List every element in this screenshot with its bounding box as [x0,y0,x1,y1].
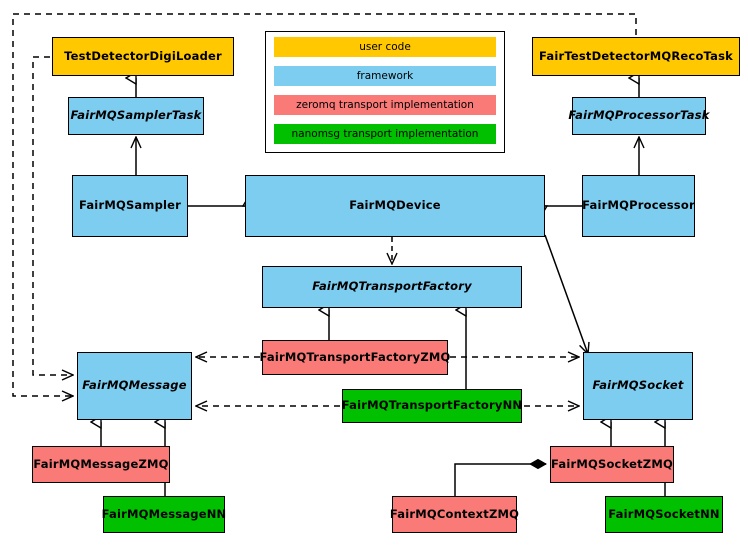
class-node-fairmqsocket[interactable]: FairMQSocket [583,352,693,420]
class-node-fairmqprocessortask[interactable]: FairMQProcessorTask [568,97,709,135]
legend-item-nanomsg: nanomsg transport implementation [274,124,496,144]
legend-item-user-code: user code [274,37,496,57]
class-node-fairmqprocessor[interactable]: FairMQProcessor [582,175,695,237]
class-node-fairmqtransportfactory[interactable]: FairMQTransportFactory [262,266,522,308]
class-node-fairmqsamplertask[interactable]: FairMQSamplerTask [68,97,204,135]
class-node-fairmqmessagezmq[interactable]: FairMQMessageZMQ [32,446,170,483]
edge-device-socket [544,234,588,354]
edge-digiloader-message [32,56,73,375]
class-node-fairmqsampler[interactable]: FairMQSampler [72,175,188,237]
class-node-fairmqtransportfactorynn[interactable]: FairMQTransportFactoryNN [342,389,522,423]
class-node-fairmqsocketnn[interactable]: FairMQSocketNN [605,496,723,533]
class-node-fairmqdevice[interactable]: FairMQDevice [245,175,545,237]
class-node-fairmqtransportfactoryzmq[interactable]: FairMQTransportFactoryZMQ [260,340,450,375]
legend-item-zeromq: zeromq transport implementation [274,95,496,115]
class-node-fairmqsocketzmq[interactable]: FairMQSocketZMQ [550,446,674,483]
edge-recotask-message [12,13,637,396]
class-node-testdetectordigiloader[interactable]: TestDetectorDigiLoader [52,37,234,76]
class-node-fairmqcontextzmq[interactable]: FairMQContextZMQ [390,496,519,533]
class-node-fairmqmessage[interactable]: FairMQMessage [77,352,192,420]
legend-item-framework: framework [274,66,496,86]
class-node-fairtestdetectormqrecotask[interactable]: FairTestDetectorMQRecoTask [532,37,740,76]
edge-contextzmq-socketzmq [454,464,546,496]
class-node-fairmqmessagenn[interactable]: FairMQMessageNN [102,496,226,533]
